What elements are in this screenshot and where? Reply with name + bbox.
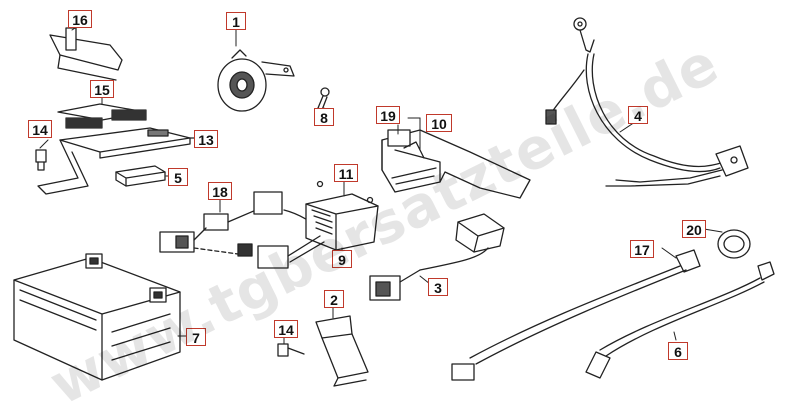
label-5: 5: [168, 168, 188, 186]
label-1: 1: [226, 12, 246, 30]
part-13-tray: [37, 127, 198, 195]
label-9: 9: [332, 250, 352, 268]
part-16-bracket: [49, 27, 123, 81]
part-14-bolt-top: [35, 149, 47, 171]
leader-lines: [39, 24, 723, 345]
label-15: 15: [90, 80, 114, 98]
part-1-horn: [217, 49, 295, 112]
part-7-battery: [13, 253, 181, 381]
part-8-screw: [317, 87, 330, 111]
part-20-cap: [717, 229, 751, 259]
parts-diagram: 1 2 3 4 5 6 7 8 9 10 11 13 14 14 15 16 1…: [13, 10, 775, 418]
label-8: 8: [314, 108, 334, 126]
label-3: 3: [428, 278, 448, 296]
part-5-block: [115, 165, 166, 187]
label-17: 17: [630, 240, 654, 258]
part-2-bracket: [315, 315, 369, 387]
label-18: 18: [208, 182, 232, 200]
part-14-bolt-bottom: [277, 343, 305, 357]
label-20: 20: [682, 220, 706, 238]
label-4: 4: [628, 106, 648, 124]
label-6: 6: [668, 342, 688, 360]
label-2: 2: [324, 290, 344, 308]
part-3-sensor-cable: [369, 213, 505, 301]
part-18-harness: [159, 191, 313, 269]
part-4-cable: [545, 17, 749, 187]
part-17-cable: [451, 249, 701, 381]
part-15-pads: [57, 103, 147, 129]
label-10: 10: [426, 114, 452, 132]
label-19: 19: [376, 106, 400, 124]
part-10-relay-box: [381, 129, 531, 199]
label-11: 11: [334, 164, 358, 182]
label-14-top: 14: [28, 120, 52, 138]
label-7: 7: [186, 328, 206, 346]
label-16: 16: [68, 10, 92, 28]
part-9-regulator: [287, 180, 379, 263]
part-6-cable: [585, 261, 775, 379]
label-14-bottom: 14: [274, 320, 298, 338]
parts-drawing: [13, 17, 775, 387]
label-13: 13: [194, 130, 218, 148]
